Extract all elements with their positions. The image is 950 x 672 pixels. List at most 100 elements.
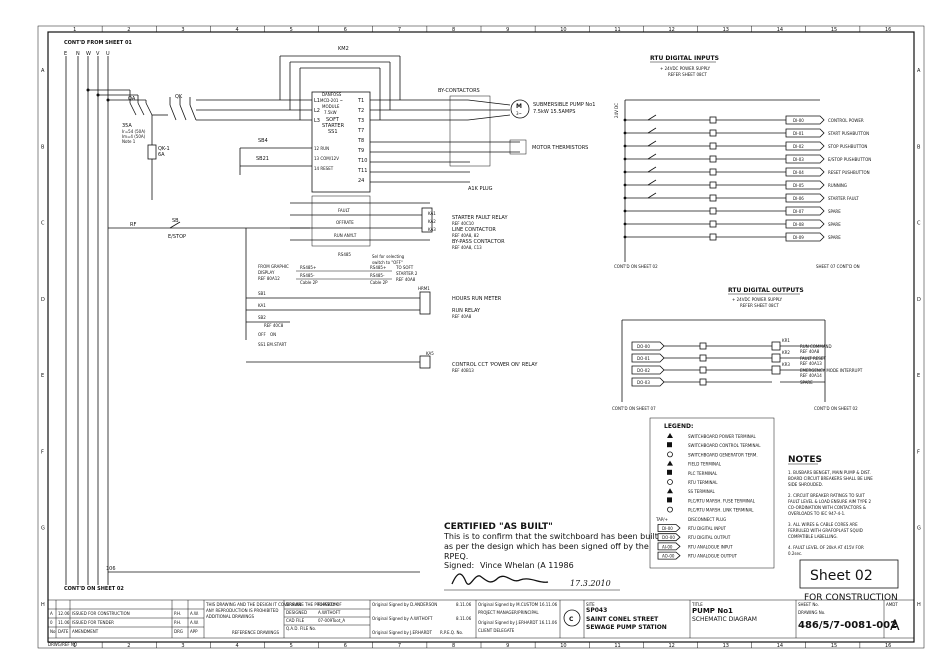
di-tag: DI-08 [793,222,804,227]
di-tag: DI-00 [793,118,804,123]
legend-symbol: AI-00 [662,544,673,549]
di-flag [785,193,825,203]
di-contact [647,114,657,121]
for-construction: FOR CONSTRUCTION [804,593,898,603]
di-contact [647,127,657,134]
fuse-tag: QK-1 [158,146,170,152]
di-flag [785,154,825,164]
di-contact [647,179,657,186]
off-on: OFF [258,332,266,337]
rev-number: A [50,611,53,616]
di-contact [647,140,657,147]
grid-col-label: 10 [560,643,566,649]
hours-tag: HRM1 [418,286,430,291]
council-logo [563,609,581,627]
grid-row-label: B [41,144,45,150]
do-label: EMERGENCY MODE INTERRUPT [800,368,863,373]
control-tag: KA5 [426,351,434,356]
aux-tag: SB2 [258,315,266,320]
di-fuse [709,194,717,202]
starter-input: L3 [314,118,320,124]
di-label: STARTER FAULT [828,196,859,201]
grid-col-label: 14 [777,27,783,33]
rs485-cable: Cable 2P [300,280,318,285]
grid-col-label: 3 [181,643,184,649]
di-fuse [709,142,717,150]
starter-ctrl-out: 24 [358,178,364,184]
switch-note: Sel for selecting [372,254,405,259]
di-tag: DI-09 [793,235,804,240]
starter-model: MCD-201 ~ [320,98,343,103]
do-label: SPARE [800,380,813,385]
isolator-note: Im=4 (50A) [122,134,146,139]
bus-label: V [96,51,100,57]
rtu-digital-outputs: RTU DIGITAL OUTPUTS + 24VDC POWER SUPPLY… [612,287,863,411]
tb-signed: Original Signed by J.ERHARDT 16.11.06 [478,620,557,625]
bypass-label: BY-CONTACTORS [438,88,480,94]
rtu-outputs-cont: CONT'D ON SHEET 07 [612,406,656,411]
aik-plug: A1K PLUG [468,186,493,192]
grid-row-label: H [917,602,921,608]
tb-label: Q.A.D. FILE No. [286,626,316,631]
rtu-inputs-cont: CONT'D ON SHEET 02 [614,264,658,269]
aux-ref: REF 40C8 [264,323,284,328]
rs485-a: RS485+ [300,265,316,270]
legend: LEGEND: SWITCHBOARD POWER TERMINALSWITCH… [649,417,775,569]
legend-item: RTU ANALOGUE INPUT [688,544,733,549]
starter-mfr: DANFOSS [322,92,342,97]
do-fuse [699,378,707,386]
grid-row-label: E [917,373,920,379]
do-tag: DO-00 [637,344,650,349]
relay-tag: KA2 [428,219,436,224]
do-relay-tag: KR3 [782,362,790,367]
drawing-subtitle: SCHEMATIC DIAGRAM [692,616,757,623]
hmi-from: FROM GRAPHIC [258,264,289,269]
do-ref: REF 40A14 [800,373,822,378]
bus-label: N [76,51,80,57]
relay-ref: REF 40A8, C13 [452,245,482,250]
do-fuse [699,342,707,350]
legend-box [649,417,775,569]
grid-col-label: 2 [127,27,130,33]
di-flag [785,219,825,229]
run-relay: RUN RELAY [452,308,481,314]
di-tag: DI-03 [793,157,804,162]
starter-ctrl: 13 COM/12V [314,156,339,161]
signed-name: Vince Whelan (A 11986 [480,561,574,570]
rtu-digital-inputs: RTU DIGITAL INPUTS + 24VDC POWER SUPPLY … [614,55,871,269]
legend-title: LEGEND: [664,423,693,430]
rev-date: DATE [58,629,69,634]
di-label: STOP PUSHBUTTON [828,144,867,149]
legend-item: RTU TERMINAL [688,480,718,485]
do-flag [631,341,665,351]
cont-from-label: CONT'D FROM SHEET 01 [64,40,132,46]
drawing-note: ANY REPRODUCTION IS PROHIBITED [206,608,278,613]
starter-ctrl: 14 RESET [314,166,334,171]
motor-name: SUBMERSIBLE PUMP No1 [533,102,595,108]
do-tag: DO-03 [637,380,650,385]
tb-signed: Original Signed by M.CUSTOM 16.11.06 [478,602,558,607]
grid-row-label: H [41,602,45,608]
starter-ctrl-out: T10 [357,158,367,164]
di-label: SPARE [828,235,841,240]
di-label: SPARE [828,222,841,227]
starter-power: 7.5kW [324,110,337,115]
grid-col-label: 12 [668,27,674,33]
legend-item: RTU DIGITAL OUTPUT [688,535,731,540]
bypass-tag: KM2 [338,46,349,52]
grid-col-label: 13 [723,27,729,33]
do-flag [631,377,665,387]
tb-orig: Original Signed by J.ERHARDT [372,630,432,635]
rev-date: 11.06 [58,620,70,625]
rev-date: 12.06 [58,611,70,616]
contact-label: OFFRATE [336,220,354,225]
legend-item: SWITCHBOARD POWER TERMINAL [688,434,757,439]
estop-tag: SB [172,218,179,224]
hours-label: HOURS RUN METER [452,296,502,302]
relay-ref: REF 40A8, 82 [452,233,479,238]
site-label: SITE [586,602,595,607]
